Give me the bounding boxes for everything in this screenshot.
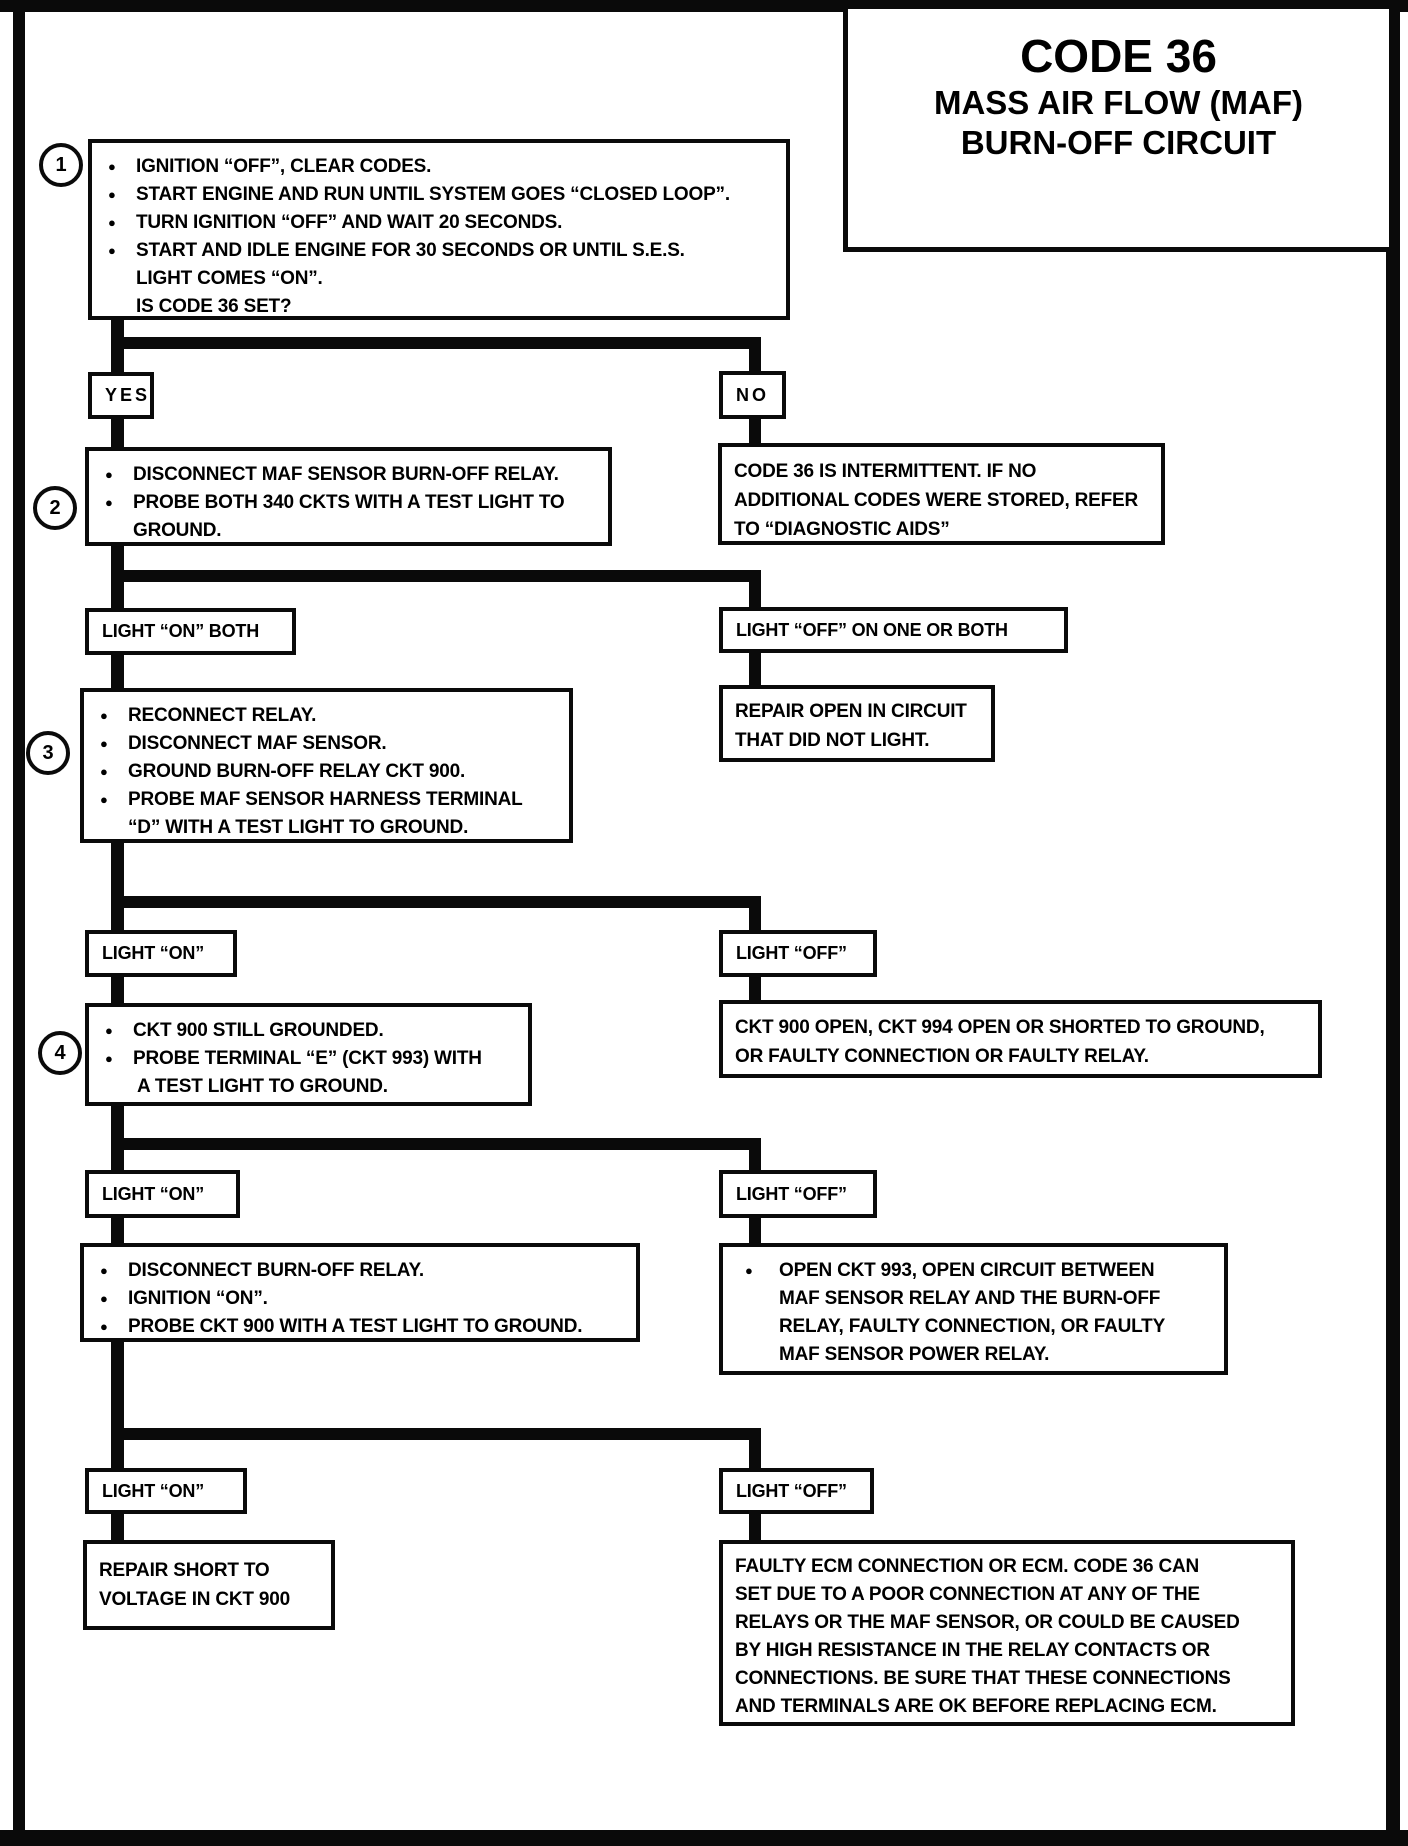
connector-vertical <box>111 1103 124 1172</box>
page-border-left <box>13 0 25 1846</box>
result-line: ADDITIONAL CODES WERE STORED, REFER <box>734 490 1138 511</box>
connector-vertical <box>749 1511 761 1542</box>
result-intermittent: CODE 36 IS INTERMITTENT. IF NO ADDITIONA… <box>718 443 1165 545</box>
title-box: CODE 36 MASS AIR FLOW (MAF) BURN-OFF CIR… <box>843 4 1394 252</box>
result-line: THAT DID NOT LIGHT. <box>735 730 930 751</box>
step-circle-1: 1 <box>39 143 83 187</box>
connector-vertical <box>749 345 761 373</box>
result-line: MAF SENSOR RELAY AND THE BURN-OFF <box>779 1288 1161 1309</box>
step-number: 2 <box>49 497 61 519</box>
step1-bullet: TURN IGNITION “OFF” AND WAIT 20 SECONDS. <box>92 209 776 237</box>
result-line: AND TERMINALS ARE OK BEFORE REPLACING EC… <box>735 1696 1217 1717</box>
step-circle-3: 3 <box>26 731 70 775</box>
step-number: 1 <box>55 154 67 176</box>
result-line: SET DUE TO A POOR CONNECTION AT ANY OF T… <box>735 1584 1200 1605</box>
step1-bullet: START ENGINE AND RUN UNTIL SYSTEM GOES “… <box>92 181 776 209</box>
connector-vertical <box>111 1215 124 1245</box>
step2-bullet: DISCONNECT MAF SENSOR BURN-OFF RELAY. <box>89 461 598 489</box>
yes-branch-label: YES <box>88 372 154 419</box>
connector-vertical <box>749 578 761 609</box>
no-branch-label: NO <box>719 371 786 419</box>
page-subtitle-2: BURN-OFF CIRCUIT <box>960 124 1277 161</box>
light-on-both-label: LIGHT “ON” BOTH <box>85 608 296 655</box>
page-title: CODE 36 <box>1020 30 1217 82</box>
step3-bullet: DISCONNECT MAF SENSOR. <box>84 730 559 758</box>
light-off-label: LIGHT “OFF” <box>719 930 877 977</box>
result-line: BY HIGH RESISTANCE IN THE RELAY CONTACTS… <box>735 1640 1210 1661</box>
result-line: FAULTY ECM CONNECTION OR ECM. CODE 36 CA… <box>735 1556 1200 1577</box>
result-open-ckt993: OPEN CKT 993, OPEN CIRCUIT BETWEEN MAF S… <box>719 1243 1228 1375</box>
connector-branch <box>111 896 761 908</box>
result-ckt900-open: CKT 900 OPEN, CKT 994 OPEN OR SHORTED TO… <box>719 1000 1322 1078</box>
step1-bullet: IGNITION “OFF”, CLEAR CODES. <box>92 153 776 181</box>
connector-vertical <box>111 1339 124 1470</box>
step4-continuation: A TEST LIGHT TO GROUND. <box>137 1076 388 1097</box>
light-off-label: LIGHT “OFF” <box>719 1170 877 1218</box>
result-line: TO “DIAGNOSTIC AIDS” <box>734 519 950 540</box>
connector-branch <box>111 337 761 349</box>
result-line: CODE 36 IS INTERMITTENT. IF NO <box>734 461 1037 482</box>
step4-bullet: CKT 900 STILL GROUNDED. <box>89 1017 518 1045</box>
page-subtitle-1: MASS AIR FLOW (MAF) <box>933 84 1304 121</box>
step5-bullet: IGNITION “ON”. <box>84 1285 626 1313</box>
connector-vertical <box>749 904 761 932</box>
step-box-4: CKT 900 STILL GROUNDED. PROBE TERMINAL “… <box>85 1003 532 1106</box>
step5-bullet: PROBE CKT 900 WITH A TEST LIGHT TO GROUN… <box>84 1313 626 1341</box>
step-circle-2: 2 <box>33 486 77 530</box>
result-line: CONNECTIONS. BE SURE THAT THESE CONNECTI… <box>735 1668 1231 1689</box>
step3-bullet: PROBE MAF SENSOR HARNESS TERMINAL <box>84 786 559 814</box>
page-border-bottom <box>0 1830 1408 1846</box>
connector-vertical <box>749 1215 761 1245</box>
result-repair-short: REPAIR SHORT TO VOLTAGE IN CKT 900 <box>83 1540 335 1630</box>
result-line: RELAYS OR THE MAF SENSOR, OR COULD BE CA… <box>735 1612 1240 1633</box>
connector-vertical <box>749 1146 761 1172</box>
step5-bullet: DISCONNECT BURN-OFF RELAY. <box>84 1257 626 1285</box>
result-bullet: OPEN CKT 993, OPEN CIRCUIT BETWEEN <box>723 1257 1214 1285</box>
step-number: 4 <box>54 1042 66 1064</box>
result-line: VOLTAGE IN CKT 900 <box>99 1589 291 1610</box>
step3-bullet: GROUND BURN-OFF RELAY CKT 900. <box>84 758 559 786</box>
result-line: OR FAULTY CONNECTION OR FAULTY RELAY. <box>735 1046 1149 1067</box>
step-box-5: DISCONNECT BURN-OFF RELAY. IGNITION “ON”… <box>80 1243 640 1342</box>
result-repair-open: REPAIR OPEN IN CIRCUIT THAT DID NOT LIGH… <box>719 685 995 762</box>
step-circle-4: 4 <box>38 1031 82 1075</box>
result-line: RELAY, FAULTY CONNECTION, OR FAULTY <box>779 1316 1166 1337</box>
connector-vertical <box>111 1511 124 1542</box>
result-line: REPAIR SHORT TO <box>99 1560 270 1581</box>
result-line: REPAIR OPEN IN CIRCUIT <box>735 701 967 722</box>
result-line: MAF SENSOR POWER RELAY. <box>779 1344 1050 1365</box>
result-faulty-ecm: FAULTY ECM CONNECTION OR ECM. CODE 36 CA… <box>719 1540 1295 1726</box>
connector-vertical <box>749 418 761 446</box>
page-border-right <box>1386 0 1400 1846</box>
light-off-label: LIGHT “OFF” <box>719 1468 874 1514</box>
step1-question: IS CODE 36 SET? <box>136 296 292 317</box>
connector-branch <box>111 1138 761 1150</box>
step-box-3: RECONNECT RELAY. DISCONNECT MAF SENSOR. … <box>80 688 573 843</box>
connector-vertical <box>111 652 124 690</box>
light-on-label: LIGHT “ON” <box>85 1468 247 1514</box>
connector-vertical <box>111 840 124 932</box>
step-box-1: IGNITION “OFF”, CLEAR CODES. START ENGIN… <box>88 139 790 320</box>
connector-branch <box>111 1428 761 1440</box>
step-number: 3 <box>42 742 54 764</box>
connector-vertical <box>749 650 761 687</box>
light-on-label: LIGHT “ON” <box>85 930 237 977</box>
step1-continuation: LIGHT COMES “ON”. <box>136 268 323 289</box>
step1-bullet: START AND IDLE ENGINE FOR 30 SECONDS OR … <box>92 237 776 265</box>
connector-vertical <box>749 1436 761 1470</box>
connector-branch <box>111 570 761 582</box>
result-line: CKT 900 OPEN, CKT 994 OPEN OR SHORTED TO… <box>735 1017 1265 1038</box>
connector-vertical <box>749 974 761 1002</box>
light-off-one-or-both-label: LIGHT “OFF” ON ONE OR BOTH <box>719 607 1068 653</box>
step2-bullet: PROBE BOTH 340 CKTS WITH A TEST LIGHT TO… <box>89 489 598 545</box>
step3-continuation: “D” WITH A TEST LIGHT TO GROUND. <box>128 817 469 838</box>
light-on-label: LIGHT “ON” <box>85 1170 240 1218</box>
connector-vertical <box>111 419 124 449</box>
connector-vertical <box>111 974 124 1005</box>
step3-bullet: RECONNECT RELAY. <box>84 702 559 730</box>
step-box-2: DISCONNECT MAF SENSOR BURN-OFF RELAY. PR… <box>85 447 612 546</box>
step4-bullet: PROBE TERMINAL “E” (CKT 993) WITH <box>89 1045 518 1073</box>
